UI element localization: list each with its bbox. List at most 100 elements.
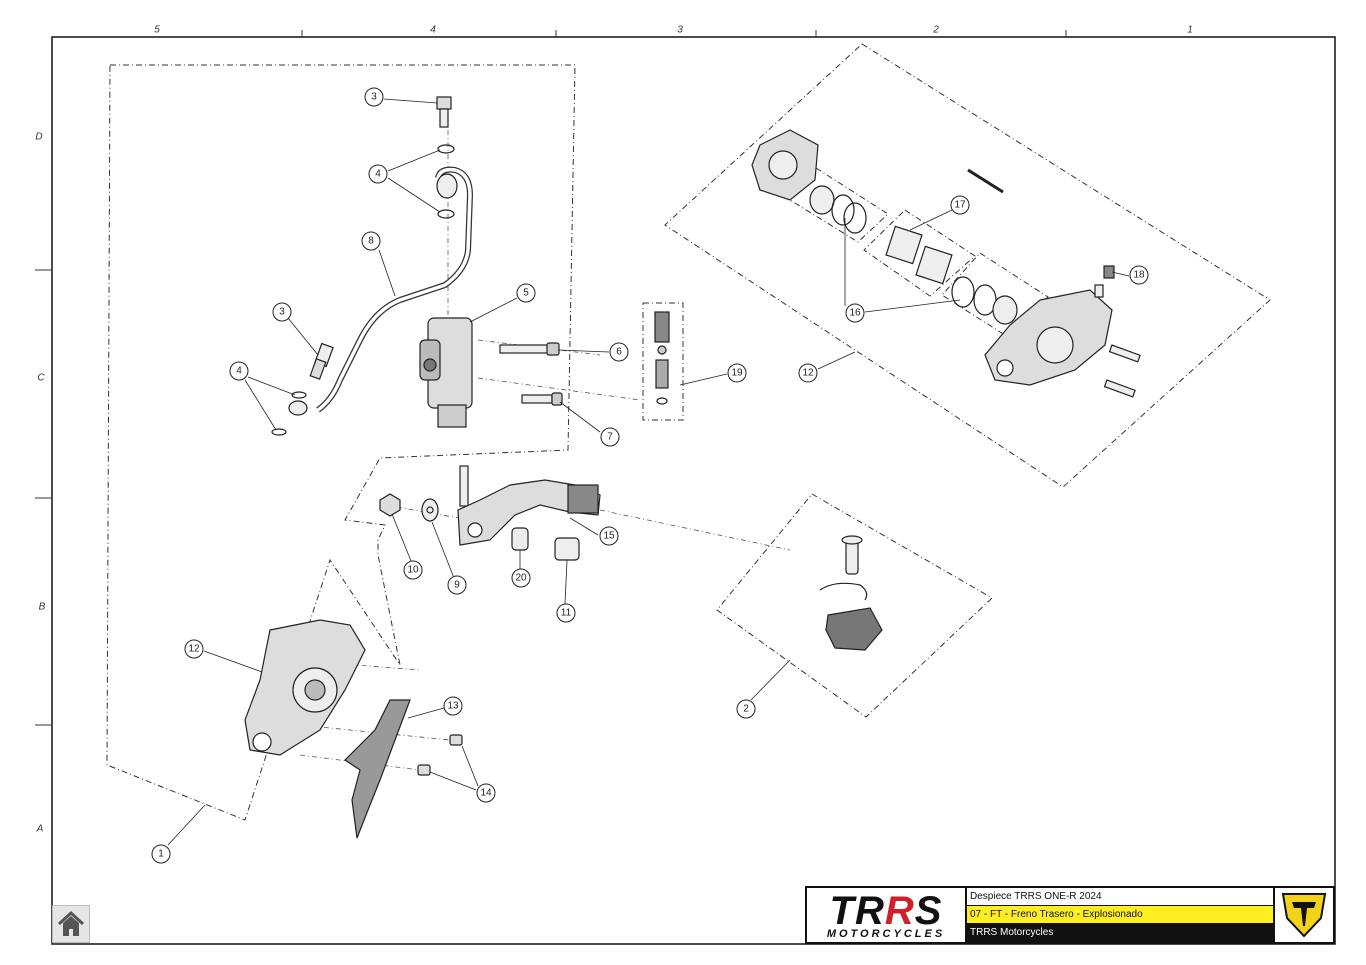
callout-circle (447, 575, 467, 595)
caliper-body-top-icon (751, 129, 819, 201)
callout-number: 5 (523, 288, 529, 299)
leader-line (569, 517, 599, 536)
callout-circle (272, 302, 292, 322)
callout-number: 2 (743, 704, 749, 715)
leader-line (909, 209, 953, 231)
grid-col-1: 1 (1187, 25, 1193, 36)
callout-c3a: 3 (364, 87, 384, 107)
piston-kit-icon (654, 311, 670, 405)
caliper-body-main-icon (984, 289, 1113, 386)
callout-circle (229, 361, 249, 381)
callout-c4a: 4 (368, 164, 388, 184)
callout-c20: 20 (511, 568, 531, 588)
leader-line (461, 745, 479, 787)
callout-number: 4 (375, 169, 381, 180)
trrs-shield-icon (1281, 893, 1327, 938)
footpeg-kit-icon (819, 535, 883, 651)
group-boundary-1 (106, 64, 576, 821)
leader-line (817, 351, 856, 370)
callout-c16: 16 (845, 303, 865, 323)
bushing-20-icon (511, 527, 529, 551)
leader-line (564, 559, 568, 605)
brake-hose-icon (288, 166, 474, 416)
washer-left-icon (271, 428, 287, 436)
callout-c9: 9 (447, 575, 467, 595)
trrs-logo: TRRS MOTORCYCLES (807, 888, 967, 942)
logo-text-accent: R (884, 889, 915, 933)
callout-circle (950, 195, 970, 215)
alignment-line (599, 509, 791, 551)
pistons-seals-icon (809, 185, 1018, 325)
callout-circle (1129, 265, 1149, 285)
leader-line (750, 659, 791, 701)
callout-circle (511, 568, 531, 588)
callout-c11: 11 (556, 603, 576, 623)
callout-number: 7 (607, 432, 613, 443)
home-button[interactable] (52, 905, 90, 943)
callout-number: 4 (236, 366, 242, 377)
callout-circle (443, 696, 463, 716)
master-cylinder-icon (419, 317, 473, 507)
disc-guard-icon (344, 699, 411, 839)
leader-line (387, 177, 441, 213)
leader-line (679, 373, 728, 386)
alignment-line (477, 377, 641, 401)
group-boundary-12 (664, 43, 1271, 488)
leader-line (391, 513, 412, 562)
leader-line (557, 349, 610, 353)
document-title: Despiece TRRS ONE-R 2024 (967, 888, 1273, 906)
title-block: TRRS MOTORCYCLES Despiece TRRS ONE-R 202… (805, 886, 1335, 944)
washer-top-icon (437, 209, 455, 219)
grid-row-c: C (37, 373, 45, 384)
callout-c17: 17 (950, 195, 970, 215)
callout-circle (599, 526, 619, 546)
leader-line (559, 401, 601, 433)
callout-number: 17 (954, 200, 966, 211)
callout-c7: 7 (600, 427, 620, 447)
banjo-bolt-top-icon (436, 96, 452, 128)
callout-circle (184, 639, 204, 659)
leader-line (1111, 271, 1130, 277)
group-boundary-16b (941, 252, 1049, 338)
nut-icon (379, 493, 401, 517)
callout-c13: 13 (443, 696, 463, 716)
bushing-11-icon (554, 537, 580, 561)
home-icon (57, 910, 85, 936)
bolt-7-icon (521, 392, 563, 406)
leader-line (244, 379, 277, 431)
callout-number: 16 (849, 308, 861, 319)
callout-circle (151, 844, 171, 864)
callout-circle (845, 303, 865, 323)
callout-c15: 15 (599, 526, 619, 546)
caliper-bolts-icon (1103, 344, 1141, 398)
callout-circle (736, 699, 756, 719)
leader-line (378, 249, 396, 297)
callout-c12a: 12 (798, 363, 818, 383)
washer-left-icon (291, 391, 307, 399)
callout-number: 14 (480, 788, 492, 799)
callout-number: 9 (454, 580, 460, 591)
callout-number: 3 (371, 92, 377, 103)
grid-row-d: D (35, 132, 42, 143)
callout-number: 8 (368, 236, 374, 247)
callout-circle (368, 164, 388, 184)
bleeder-screw-icon (1094, 265, 1115, 298)
callout-circle (798, 363, 818, 383)
leader-line (407, 707, 445, 719)
alignment-line (289, 659, 421, 671)
washer-top-icon (437, 144, 455, 154)
grid-ticks (35, 30, 1067, 726)
trrs-emblem (1273, 888, 1333, 942)
group-boundary-2 (716, 493, 993, 718)
callout-c4b: 4 (229, 361, 249, 381)
screw-14-icon (417, 734, 463, 776)
logo-text-end: S (914, 889, 943, 933)
grid-col-3: 3 (677, 25, 683, 36)
leader-line (469, 297, 518, 323)
callout-number: 19 (731, 368, 743, 379)
callout-c5: 5 (516, 283, 536, 303)
leader-line (387, 149, 441, 172)
leader-line (203, 650, 263, 673)
